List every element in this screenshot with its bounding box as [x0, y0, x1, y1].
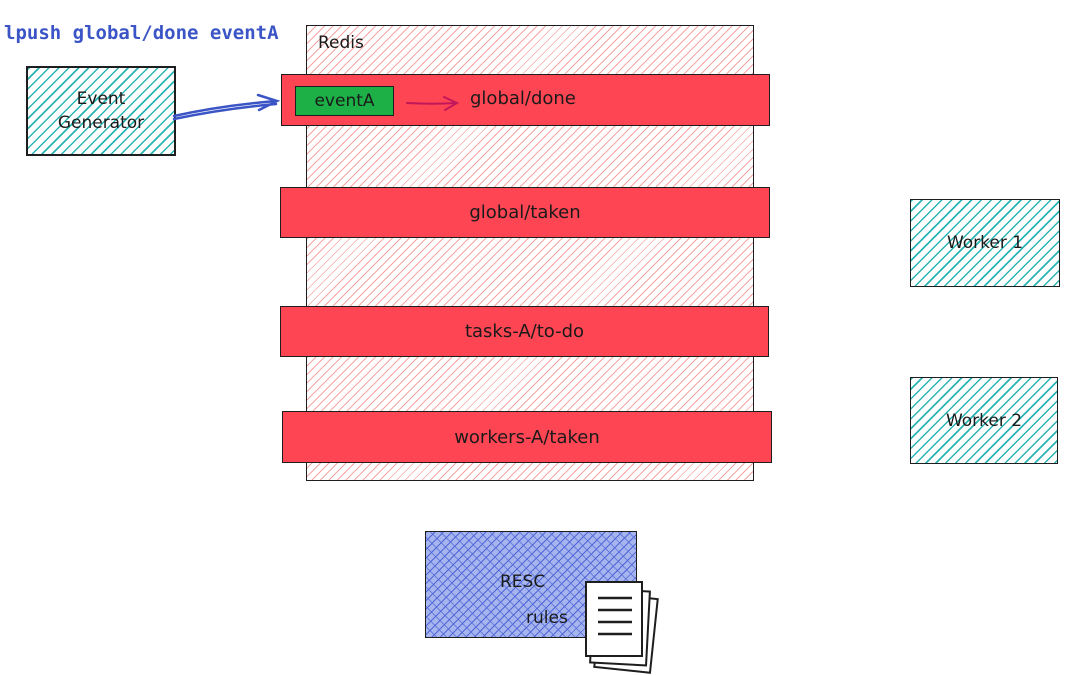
- queue-tasks-a-todo: tasks-A/to-do: [280, 306, 769, 357]
- command-text: lpush global/done eventA: [4, 22, 279, 44]
- queue-workers-a-taken: workers-A/taken: [282, 411, 772, 463]
- worker-2-box: Worker 2: [910, 377, 1058, 464]
- worker-1-box: Worker 1: [910, 199, 1060, 287]
- documents-icon: [585, 581, 659, 674]
- magenta-arrow: [406, 96, 460, 111]
- event-generator-label-line2: Generator: [57, 113, 145, 133]
- redis-label: Redis: [318, 33, 364, 53]
- event-a-box: eventA: [295, 86, 394, 116]
- queue-global-taken: global/taken: [280, 187, 770, 238]
- event-generator-label-line1: Event: [76, 89, 126, 109]
- rules-label: rules: [526, 608, 568, 628]
- queue-global-done-label: global/done: [470, 88, 576, 109]
- event-generator-box: Event Generator: [26, 66, 176, 156]
- blue-arrow: [172, 93, 281, 121]
- worker-1-label: Worker 1: [946, 233, 1024, 253]
- worker-2-label: Worker 2: [945, 410, 1023, 431]
- resc-label: RESC: [500, 572, 546, 592]
